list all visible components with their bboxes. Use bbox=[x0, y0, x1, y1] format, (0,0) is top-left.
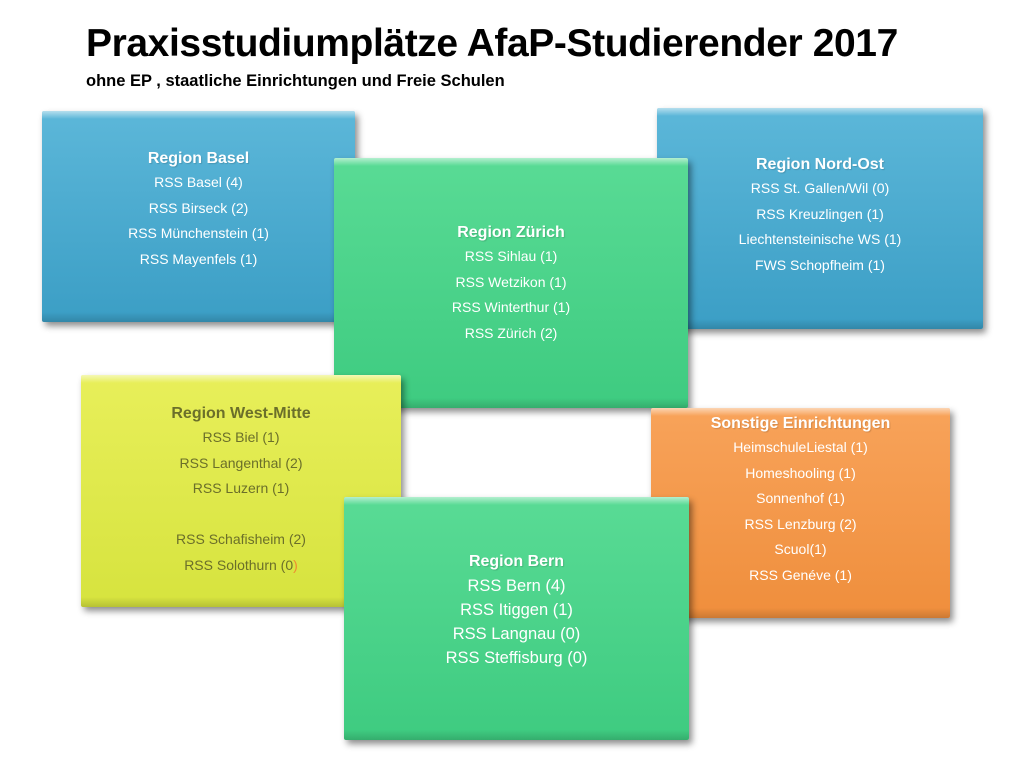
region-basel-list: RSS Basel (4) RSS Birseck (2) RSS Münche… bbox=[42, 170, 355, 272]
region-zuerich-box: Region Zürich RSS Sihlau (1) RSS Wetziko… bbox=[334, 158, 688, 408]
list-item: Scuol(1) bbox=[774, 541, 827, 557]
region-westmitte-box: Region West-Mitte RSS Biel (1) RSS Lange… bbox=[81, 375, 401, 607]
region-basel-title: Region Basel bbox=[147, 150, 250, 167]
region-zuerich-title: Region Zürich bbox=[457, 224, 565, 241]
list-item: RSS Birseck (2) bbox=[148, 199, 249, 216]
list-item-text: RSS Solothurn (0 bbox=[184, 556, 294, 573]
region-nordost-title: Region Nord-Ost bbox=[756, 156, 884, 173]
list-item: Homeshooling (1) bbox=[745, 464, 856, 481]
list-item: HeimschuleLiestal (1) bbox=[733, 439, 868, 455]
region-nordost-box: Region Nord-Ost RSS St. Gallen/Wil (0) R… bbox=[657, 108, 983, 329]
list-item: RSS Basel (4) bbox=[154, 174, 243, 190]
list-item: RSS Biel (1) bbox=[202, 429, 280, 445]
list-item: RSS St. Gallen/Wil (0) bbox=[750, 180, 890, 196]
region-basel-box: Region Basel RSS Basel (4) RSS Birseck (… bbox=[42, 111, 355, 322]
list-item: RSS Langnau (0) bbox=[452, 625, 581, 643]
list-item: RSS Lenzburg (2) bbox=[744, 515, 857, 532]
page-title: Praxisstudiumplätze AfaP-Studierender 20… bbox=[86, 22, 898, 65]
list-item-suffix: ) bbox=[293, 556, 298, 573]
region-bern-list: RSS Bern (4) RSS Itiggen (1) RSS Langnau… bbox=[344, 574, 689, 670]
list-item: RSS Steffisburg (0) bbox=[445, 649, 588, 667]
list-item: RSS Genéve (1) bbox=[749, 566, 852, 583]
region-westmitte-title: Region West-Mitte bbox=[171, 405, 311, 422]
list-item: RSS Winterthur (1) bbox=[451, 299, 571, 315]
region-nordost-list: RSS St. Gallen/Wil (0) RSS Kreuzlingen (… bbox=[657, 176, 983, 278]
list-item: RSS Solothurn (0) bbox=[81, 553, 401, 579]
list-item: RSS Luzern (1) bbox=[192, 480, 290, 496]
list-item: RSS Kreuzlingen (1) bbox=[756, 205, 884, 222]
list-item: RSS Sihlau (1) bbox=[464, 248, 558, 264]
region-bern-title: Region Bern bbox=[468, 553, 565, 570]
list-item: RSS Langenthal (2) bbox=[179, 454, 303, 471]
list-item: FWS Schopfheim (1) bbox=[755, 256, 885, 273]
list-item: RSS Schafisheim (2) bbox=[176, 531, 306, 547]
page-subtitle: ohne EP , staatliche Einrichtungen und F… bbox=[86, 72, 505, 90]
region-bern-box: Region Bern RSS Bern (4) RSS Itiggen (1)… bbox=[344, 497, 689, 740]
region-sonstige-list: HeimschuleLiestal (1) Homeshooling (1) S… bbox=[651, 435, 950, 588]
region-sonstige-title: Sonstige Einrichtungen bbox=[710, 415, 891, 432]
list-item: RSS Münchenstein (1) bbox=[128, 225, 269, 241]
region-sonstige-box: Sonstige Einrichtungen HeimschuleLiestal… bbox=[651, 408, 950, 618]
list-item: RSS Zürich (2) bbox=[464, 324, 558, 341]
region-westmitte-list: RSS Biel (1) RSS Langenthal (2) RSS Luze… bbox=[81, 425, 401, 578]
list-item: Sonnenhof (1) bbox=[756, 490, 845, 506]
region-zuerich-list: RSS Sihlau (1) RSS Wetzikon (1) RSS Wint… bbox=[334, 244, 688, 346]
list-item: Liechtensteinische WS (1) bbox=[738, 231, 902, 247]
list-item: RSS Bern (4) bbox=[467, 577, 566, 595]
list-item: RSS Itiggen (1) bbox=[460, 601, 573, 619]
list-item: RSS Wetzikon (1) bbox=[455, 273, 567, 290]
list-item: RSS Mayenfels (1) bbox=[139, 250, 258, 267]
